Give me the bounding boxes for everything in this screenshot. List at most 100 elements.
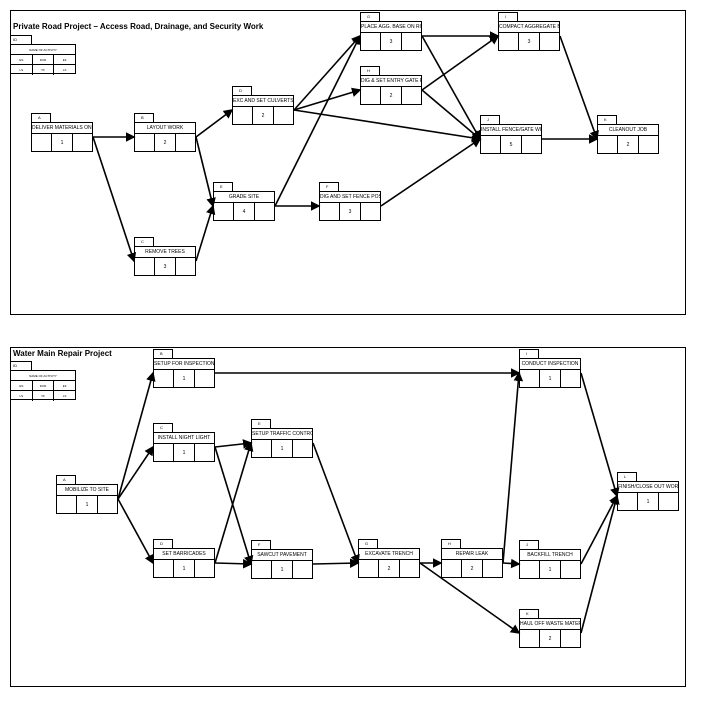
es-cell bbox=[442, 560, 463, 577]
es-cell bbox=[520, 370, 541, 387]
activity-name: INSTALL NIGHT LIGHT bbox=[154, 433, 214, 444]
arrow-c-to-e bbox=[214, 439, 253, 449]
legend-name-label: NAME OF ACTIVITY bbox=[29, 47, 57, 52]
ef-cell bbox=[176, 134, 195, 151]
es-cell bbox=[361, 33, 382, 50]
duration-cell: 1 bbox=[77, 496, 98, 513]
duration-cell: 3 bbox=[340, 203, 361, 220]
arrow-f-to-g bbox=[312, 558, 360, 568]
activity-id: A bbox=[31, 113, 51, 122]
duration-cell: 3 bbox=[381, 33, 402, 50]
es-cell bbox=[252, 561, 273, 578]
activity-id: A bbox=[56, 475, 76, 484]
duration-cell: 2 bbox=[155, 134, 176, 151]
activity-id: K bbox=[519, 609, 539, 618]
legend-id-label: ID bbox=[10, 35, 32, 44]
activity-name: DIG & SET ENTRY GATE POST bbox=[361, 76, 421, 87]
activity-id: J bbox=[480, 115, 500, 124]
es-cell bbox=[320, 203, 341, 220]
duration-cell: 2 bbox=[540, 630, 561, 647]
ef-cell bbox=[639, 136, 658, 153]
duration-cell: 1 bbox=[540, 370, 561, 387]
activity-name: SAWCUT PAVEMENT bbox=[252, 550, 312, 561]
ef-cell bbox=[176, 258, 195, 275]
ef-cell bbox=[400, 560, 419, 577]
legend-lf: LF bbox=[62, 68, 67, 72]
es-cell bbox=[135, 134, 156, 151]
ef-cell bbox=[483, 560, 502, 577]
duration-cell: 2 bbox=[379, 560, 400, 577]
ef-cell bbox=[195, 560, 214, 577]
activity-name: SETUP FOR INSPECTION bbox=[154, 359, 214, 370]
duration-cell: 4 bbox=[234, 203, 255, 220]
duration-cell: 1 bbox=[174, 560, 195, 577]
legend-tf: TF bbox=[33, 391, 55, 401]
activity-name: HAUL OFF WASTE MATERIALS bbox=[520, 619, 580, 630]
activity-name: GRADE SITE bbox=[214, 192, 274, 203]
arrow-g-to-j bbox=[421, 35, 481, 141]
ef-cell bbox=[73, 134, 92, 151]
legend-name-label: NAME OF ACTIVITY bbox=[29, 373, 57, 378]
project-2-title: Water Main Repair Project bbox=[13, 349, 112, 358]
activity-name: CLEANOUT JOB bbox=[598, 125, 658, 136]
activity-name: REPAIR LEAK bbox=[442, 549, 502, 560]
ef-cell bbox=[540, 33, 559, 50]
duration-cell: 1 bbox=[272, 440, 293, 457]
arrow-a-to-c bbox=[92, 136, 137, 263]
duration-cell: 2 bbox=[618, 136, 639, 153]
activity-id: H bbox=[441, 539, 461, 548]
arrow-b-to-d bbox=[195, 109, 234, 138]
es-cell bbox=[598, 136, 619, 153]
activity-name: COMPACT AGGREGATE BASE bbox=[499, 22, 559, 33]
legend-ls: LS bbox=[11, 391, 33, 401]
activity-id: C bbox=[134, 237, 154, 246]
activity-id: K bbox=[597, 115, 617, 124]
arrow-d-to-h bbox=[293, 87, 362, 111]
es-cell bbox=[154, 370, 175, 387]
legend-tf: TF bbox=[33, 65, 55, 75]
ef-cell bbox=[195, 444, 214, 461]
ef-cell bbox=[402, 33, 421, 50]
activity-name: FINISH/CLOSE OUT WORK bbox=[618, 482, 678, 493]
activity-name: DIG AND SET FENCE POSTS bbox=[320, 192, 380, 203]
ef-cell bbox=[561, 370, 580, 387]
ef-cell bbox=[274, 107, 293, 124]
es-cell bbox=[154, 444, 175, 461]
arrow-d-to-j bbox=[293, 109, 482, 143]
ef-cell bbox=[293, 440, 312, 457]
project-1-title: Private Road Project – Access Road, Drai… bbox=[13, 22, 264, 31]
activity-name: DELIVER MATERIALS ON SITE bbox=[32, 123, 92, 134]
duration-cell: 2 bbox=[381, 87, 402, 104]
es-cell bbox=[57, 496, 78, 513]
activity-id: C bbox=[153, 423, 173, 432]
arrow-e-to-g bbox=[312, 442, 360, 565]
activity-name: REMOVE TREES bbox=[135, 247, 195, 258]
es-cell bbox=[252, 440, 273, 457]
arrow-a-to-c bbox=[117, 445, 154, 500]
ef-cell bbox=[293, 561, 312, 578]
legend-lf: LF bbox=[62, 394, 67, 398]
es-cell bbox=[520, 630, 541, 647]
activity-id: I bbox=[519, 349, 539, 358]
duration-cell: 1 bbox=[272, 561, 293, 578]
activity-id: H bbox=[360, 66, 380, 75]
duration-cell: 1 bbox=[638, 493, 659, 510]
activity-id: I bbox=[498, 12, 518, 21]
activity-id: F bbox=[251, 540, 271, 549]
activity-name: LAYOUT WORK bbox=[135, 123, 195, 134]
arrow-i-to-l bbox=[580, 372, 620, 498]
es-cell bbox=[618, 493, 639, 510]
